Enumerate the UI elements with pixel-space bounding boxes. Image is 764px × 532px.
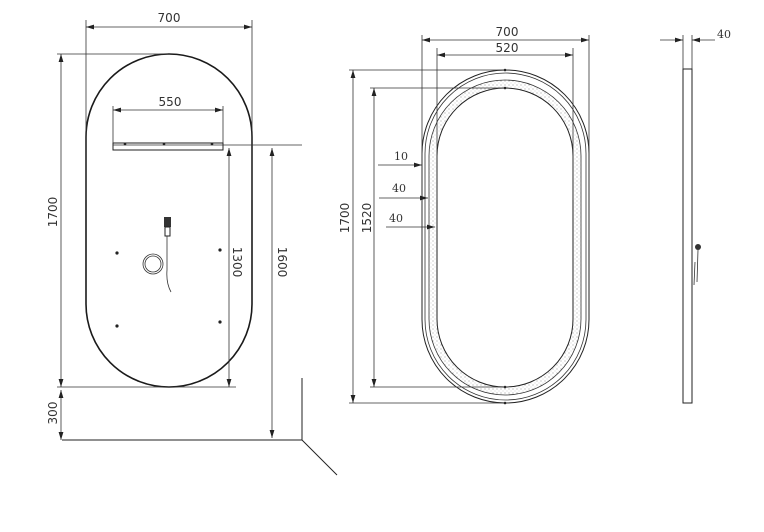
power-plug-icon	[693, 244, 701, 286]
dim-inner-width-label: 520	[496, 41, 519, 55]
mount-point	[115, 251, 119, 255]
mirror-side-profile	[682, 68, 693, 404]
dim-width-label: 700	[158, 11, 181, 25]
mount-point	[115, 324, 119, 328]
mount-point	[218, 320, 222, 324]
dim-frame-band-label: 40	[392, 182, 406, 195]
power-plug-icon	[142, 217, 172, 293]
dim-front-width-label: 700	[496, 25, 519, 39]
dim-frame-edge-label: 10	[394, 150, 408, 163]
dim-inner-height-label: 1520	[360, 203, 374, 234]
dim-bracket-label: 550	[159, 95, 182, 109]
dim-light-band-label: 40	[389, 212, 403, 225]
dim-depth-label: 40	[717, 28, 731, 41]
mirror-glass	[436, 87, 574, 388]
back-view: 700 1700 550 1300 1600 300	[46, 11, 338, 476]
front-view: 700 520 1700 1520 10 40 40	[338, 25, 590, 405]
dim-height-label: 1700	[46, 197, 60, 228]
dim-front-height-label: 1700	[338, 203, 352, 234]
side-view: 40	[660, 28, 731, 404]
wall-bracket	[112, 142, 224, 151]
dim-1300-label: 1300	[230, 247, 244, 278]
dim-300-label: 300	[46, 402, 60, 425]
mount-point	[218, 248, 222, 252]
dim-1600-label: 1600	[275, 247, 289, 278]
